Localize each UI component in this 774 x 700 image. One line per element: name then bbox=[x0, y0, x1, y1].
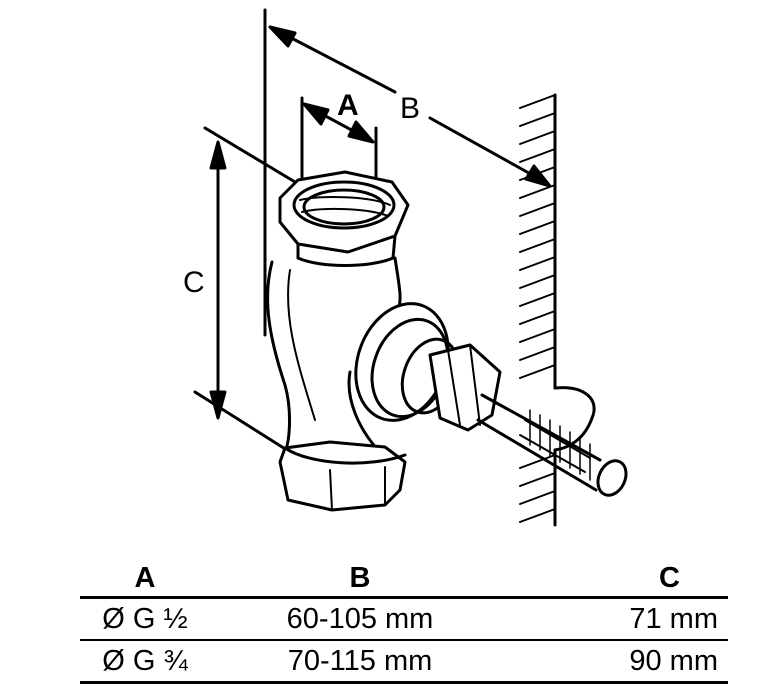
label-b: B bbox=[400, 92, 420, 125]
cell-b: 70-115 mm bbox=[210, 640, 510, 684]
label-c: C bbox=[183, 266, 205, 299]
valve-dimension-drawing: A B C bbox=[183, 8, 628, 527]
table-row: Ø G ¾ 70-115 mm 90 mm bbox=[80, 640, 728, 684]
table-row: Ø G ½ 60-105 mm 71 mm bbox=[80, 597, 728, 641]
header-c: C bbox=[510, 560, 728, 599]
valve-body bbox=[266, 170, 628, 512]
cell-c: 90 mm bbox=[510, 640, 728, 684]
label-a: A bbox=[337, 89, 359, 122]
dimension-c bbox=[193, 126, 302, 454]
dimension-b bbox=[263, 8, 552, 337]
cell-c: 71 mm bbox=[510, 597, 728, 641]
cell-a: Ø G ¾ bbox=[80, 640, 210, 684]
header-a: A bbox=[80, 560, 210, 599]
table-header-row: A B C bbox=[80, 560, 728, 599]
cell-b: 60-105 mm bbox=[210, 597, 510, 641]
header-b: B bbox=[210, 560, 510, 599]
dimension-a bbox=[300, 96, 378, 187]
dimension-table: A B C Ø G ½ 60-105 mm 71 mm Ø G ¾ 70-115… bbox=[80, 560, 728, 684]
cell-a: Ø G ½ bbox=[80, 597, 210, 641]
wall bbox=[519, 93, 596, 527]
